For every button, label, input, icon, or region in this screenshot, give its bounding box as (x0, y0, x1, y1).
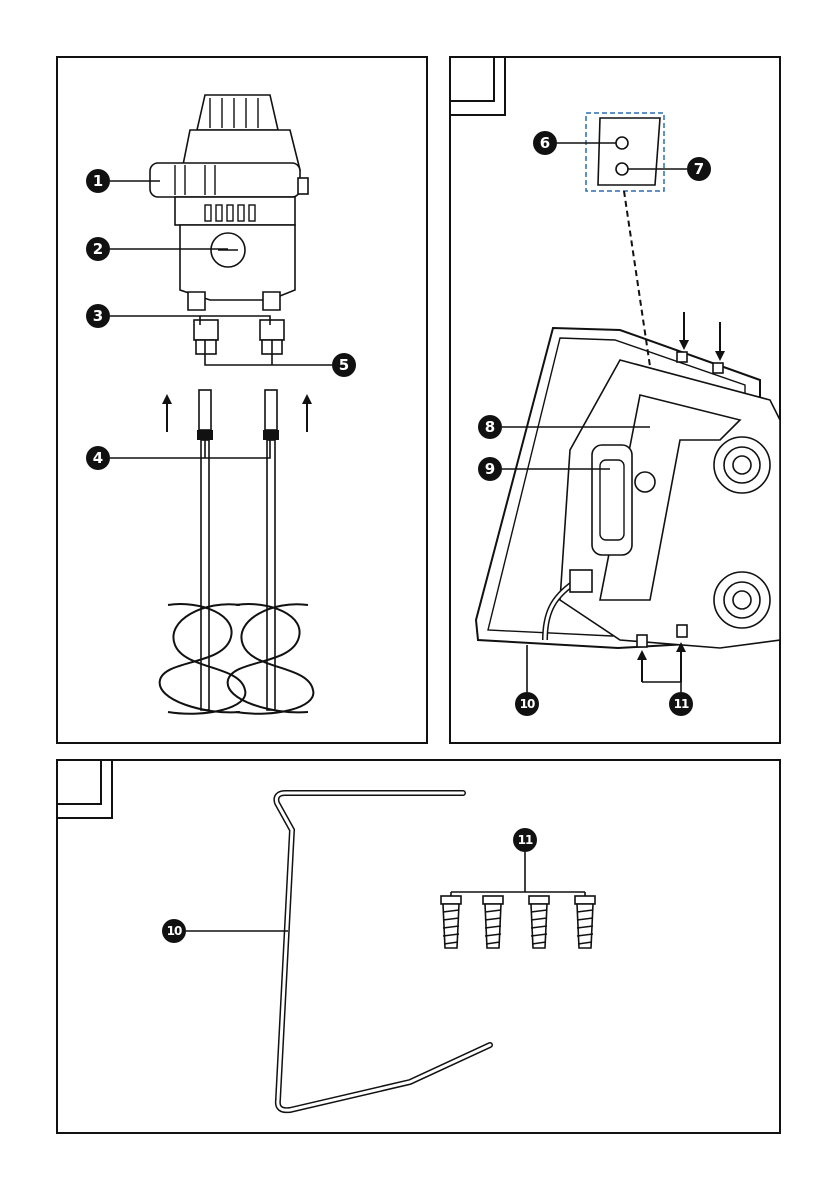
callout-11-parts: 11 (513, 828, 537, 852)
chuck-right (260, 320, 284, 340)
screw-3 (529, 896, 549, 948)
screw-2 (483, 896, 503, 948)
screw-1 (441, 896, 461, 948)
svg-text:3: 3 (93, 307, 103, 325)
callout-9: 9 (478, 457, 502, 481)
svg-text:7: 7 (694, 160, 704, 178)
panel-handle-guard: 6 7 8 9 10 11 (450, 57, 780, 743)
svg-text:5: 5 (339, 356, 349, 374)
svg-text:8: 8 (485, 418, 495, 436)
panel-c-label-box (57, 760, 101, 804)
screw-4 (575, 896, 595, 948)
svg-text:10: 10 (520, 697, 535, 711)
guard-bar-part (276, 793, 490, 1110)
callout-1: 1 (86, 169, 110, 193)
chuck-left (194, 320, 218, 340)
callout-6: 6 (533, 131, 557, 155)
screws-set (441, 896, 595, 948)
svg-text:11: 11 (674, 697, 689, 711)
svg-text:9: 9 (485, 460, 495, 478)
svg-text:2: 2 (93, 240, 103, 258)
callout-10-guard: 10 (515, 692, 539, 716)
panel-parts: 11 10 (57, 760, 780, 1133)
svg-text:6: 6 (540, 134, 550, 152)
svg-text:4: 4 (93, 449, 103, 467)
callout-2: 2 (86, 237, 110, 261)
callout-10-parts: 10 (162, 919, 186, 943)
svg-text:11: 11 (518, 833, 533, 847)
mixing-paddles (160, 390, 314, 714)
callout-3: 3 (86, 304, 110, 328)
handle-housing (545, 360, 780, 648)
insert-arrows (162, 394, 312, 432)
callout-8: 8 (478, 415, 502, 439)
panel-b-label-box (450, 57, 494, 101)
callout-7: 7 (687, 157, 711, 181)
svg-text:10: 10 (167, 924, 182, 938)
callout-5: 5 (332, 353, 356, 377)
callout-11-screws: 11 (669, 692, 693, 716)
handle-grip (150, 163, 300, 197)
mixer-motor-housing (150, 95, 308, 354)
callout-4: 4 (86, 446, 110, 470)
switch-trigger (592, 445, 632, 555)
svg-text:1: 1 (93, 172, 103, 190)
panel-mixer-assembly: 1 2 3 5 4 (57, 57, 427, 743)
